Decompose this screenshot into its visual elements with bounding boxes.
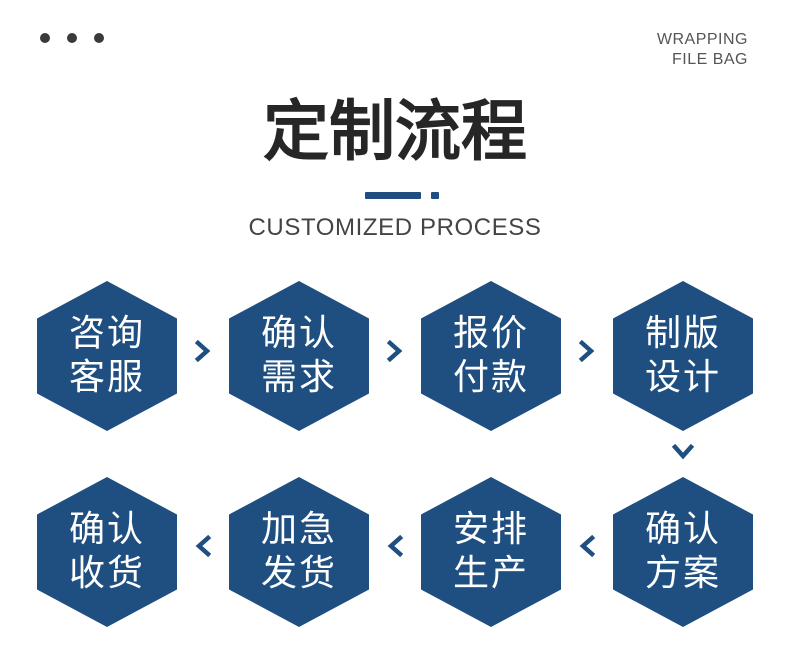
brand-line-1: WRAPPING — [656, 31, 748, 48]
chevron-down-icon — [672, 443, 694, 460]
hexagon-shape — [229, 477, 369, 627]
step-label: 确认 需求 — [229, 281, 369, 431]
page-subtitle: CUSTOMIZED PROCESS — [248, 214, 542, 241]
step-plate-design: 制版 设计 — [613, 281, 753, 431]
chevron-right-icon — [578, 340, 595, 362]
step-label-line2: 发货 — [260, 553, 337, 594]
step-label: 报价 付款 — [421, 281, 561, 431]
chevron-left-icon — [387, 535, 404, 557]
dot-icon — [67, 33, 77, 43]
step-label: 咨询 客服 — [37, 281, 177, 431]
step-label-line2: 付款 — [452, 357, 529, 398]
step-rush-shipping: 加急 发货 — [229, 477, 369, 627]
window-dots — [40, 33, 104, 43]
title-underline-dot — [431, 192, 439, 199]
page-title: 定制流程 — [263, 93, 527, 170]
chevron-right-icon — [194, 340, 211, 362]
step-label-line1: 咨询 — [68, 313, 145, 354]
brand-text: WRAPPING FILE BAG — [657, 30, 748, 70]
dot-icon — [40, 33, 50, 43]
step-confirm-plan: 确认 方案 — [613, 477, 753, 627]
step-label-line1: 制版 — [644, 313, 721, 354]
step-confirm-requirements: 确认 需求 — [229, 281, 369, 431]
hexagon-shape — [37, 477, 177, 627]
brand-line-2: FILE BAG — [671, 51, 748, 68]
dot-icon — [94, 33, 104, 43]
step-label-line1: 安排 — [452, 509, 529, 550]
chevron-right-icon — [386, 340, 403, 362]
hexagon-shape — [613, 477, 753, 627]
step-label: 确认 收货 — [37, 477, 177, 627]
step-consult-service: 咨询 客服 — [37, 281, 177, 431]
step-label-line2: 方案 — [644, 553, 721, 594]
hexagon-shape — [421, 477, 561, 627]
step-label-line1: 确认 — [260, 313, 337, 354]
step-quote-payment: 报价 付款 — [421, 281, 561, 431]
step-label-line2: 客服 — [68, 357, 145, 398]
step-label: 安排 生产 — [421, 477, 561, 627]
step-label-line2: 生产 — [452, 553, 529, 594]
step-label-line1: 确认 — [68, 509, 145, 550]
hexagon-shape — [421, 281, 561, 431]
step-label: 确认 方案 — [613, 477, 753, 627]
step-label-line1: 确认 — [644, 509, 721, 550]
title-underline-bar — [365, 192, 421, 199]
step-label-line2: 设计 — [644, 357, 721, 398]
step-arrange-production: 安排 生产 — [421, 477, 561, 627]
hexagon-shape — [229, 281, 369, 431]
step-label-line1: 加急 — [260, 509, 337, 550]
chevron-left-icon — [195, 535, 212, 557]
step-label: 加急 发货 — [229, 477, 369, 627]
step-label-line2: 需求 — [260, 357, 337, 398]
step-label-line2: 收货 — [68, 553, 145, 594]
step-label: 制版 设计 — [613, 281, 753, 431]
hexagon-shape — [613, 281, 753, 431]
chevron-left-icon — [579, 535, 596, 557]
hexagon-shape — [37, 281, 177, 431]
step-confirm-receipt: 确认 收货 — [37, 477, 177, 627]
step-label-line1: 报价 — [452, 313, 529, 354]
